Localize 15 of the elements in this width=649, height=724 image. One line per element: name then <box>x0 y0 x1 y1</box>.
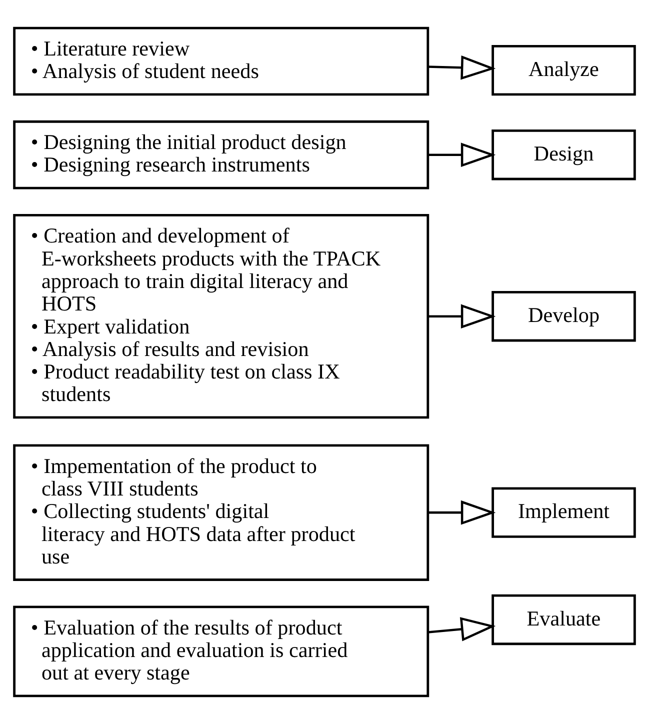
arrow <box>428 55 496 80</box>
node-box: Develop <box>492 290 636 342</box>
node-box: • Evaluation of the results of product application and evaluation is carried out at every stage <box>13 606 430 698</box>
node-box: • Designing the initial product design • Designing research instruments <box>13 120 430 190</box>
node-box: Implement <box>492 487 636 538</box>
arrow <box>428 304 496 328</box>
node-box: • Impementation of the product to class VIII students • Collecting students' digital literacy and HOTS data after product use <box>13 444 430 581</box>
arrow <box>428 617 496 642</box>
node-box: • Creation and development of E-worksheets products with the TPACK approach to train digital literacy and HOTS • Expert validation • Analysis of results and revision • Product readability test on class IX students <box>13 214 430 419</box>
arrow <box>428 500 496 525</box>
node-box: • Literature review • Analysis of student needs <box>13 26 430 96</box>
node-box: Design <box>492 129 636 180</box>
arrow <box>428 142 496 167</box>
node-box: Analyze <box>492 44 636 96</box>
node-box: Evaluate <box>492 594 636 646</box>
